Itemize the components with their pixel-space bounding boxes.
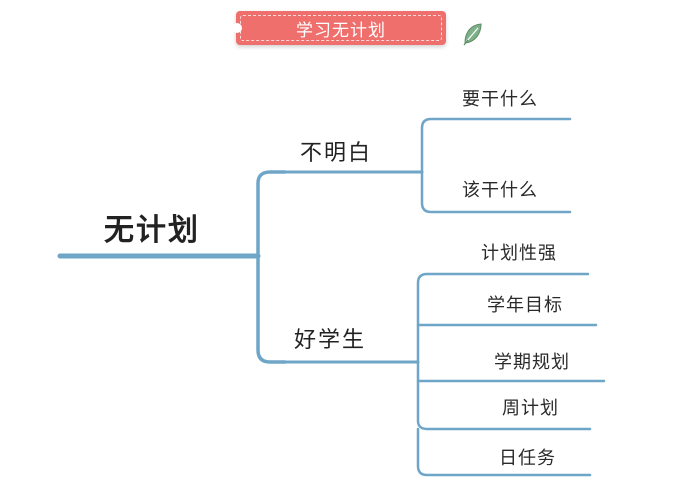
fork-1b [420,170,572,214]
header-tag-border [240,15,442,41]
leaf-node: 日任务 [499,448,556,469]
leaf-node: 计划性强 [481,243,557,264]
leaf-node: 学年目标 [487,295,563,316]
trunk-line [256,170,287,364]
leaf-node: 该干什么 [462,180,538,201]
fork-2d [416,379,592,431]
header-title: 学习无计划 [296,20,386,41]
leaf-icon [463,23,482,46]
branch-node-1: 不明白 [300,141,373,166]
root-node: 无计划 [104,213,200,248]
fork-2 [416,272,590,364]
leaf-node: 要干什么 [462,89,538,110]
fork-2e [416,427,592,477]
header-tag: 学习无计划 [232,11,446,45]
header-notch [232,23,242,33]
leaf-node: 学期规划 [494,352,570,373]
leaf-node: 周计划 [502,398,559,419]
fork-1 [420,117,572,174]
branch-node-2: 好学生 [294,328,367,353]
